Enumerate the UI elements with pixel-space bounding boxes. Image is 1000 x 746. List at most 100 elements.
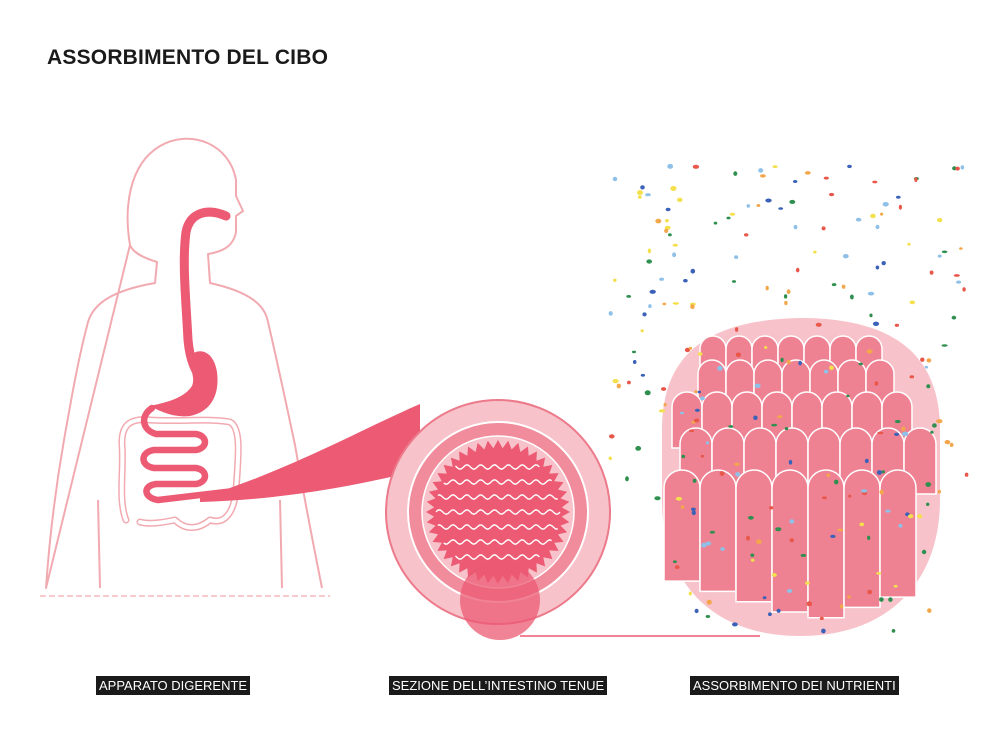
fold-line [443,539,552,545]
villus [807,469,845,619]
nutrient-dot [778,207,784,210]
nutrient-dot [612,379,619,384]
nutrient-dot [640,185,645,190]
nutrient-dot [758,168,764,173]
small-intestine [140,404,424,504]
nutrient-dot [848,494,852,498]
nutrient-dot [632,360,637,364]
nutrient-dot [764,346,768,349]
nutrient-dot [894,419,901,424]
nutrient-dot [694,608,699,614]
nutrient-dot [706,599,712,605]
nutrient-dot [667,163,674,169]
nutrient-dot [626,295,632,298]
nutrient-dot [658,409,666,413]
nutrient-dot [645,193,651,197]
fold-line [443,479,552,485]
nutrient-dot [637,195,642,199]
nutrient-particles [608,163,969,634]
nutrient-dot [875,265,880,270]
nutrient-dot [793,224,798,230]
nutrient-dot [894,323,900,327]
nutrient-dot [953,274,960,277]
nutrient-dot [640,373,646,377]
nutrient-dot [789,199,796,204]
nutrient-dot [681,454,686,459]
nutrient-dot [750,553,755,557]
nutrient-dot [842,254,849,259]
nutrient-dot [952,166,957,171]
nutrient-dot [649,289,656,294]
stomach [150,351,218,417]
nutrient-dot [831,283,837,287]
nutrient-dot [920,357,925,362]
nutrient-dot [872,180,878,184]
nutrient-dot [793,180,798,183]
nutrient-dot [705,615,711,618]
nutrient-dot [688,591,692,596]
nutrient-dot [665,207,671,212]
nutrient-dot [795,267,800,273]
nutrient-dot [896,195,901,199]
nutrient-dot [924,365,929,369]
nutrient-dot [867,291,875,296]
nutrient-dot [898,523,903,528]
nutrient-dot [672,243,679,247]
caption-nutrient-absorption: ASSORBIMENTO DEI NUTRIENTI [690,676,899,695]
nutrient-dot [734,462,740,466]
nutrient-dot [804,171,811,175]
nutrient-dot [875,224,880,230]
nutrient-dot [829,365,834,371]
nutrient-dot [699,396,705,401]
nutrient-dot [700,454,705,458]
fold-line [454,554,540,560]
nutrient-dot [881,470,885,474]
nutrient-dot [823,369,829,374]
nutrient-dot [664,228,669,233]
nutrient-dot [732,280,736,283]
nutrient-dot [691,507,696,511]
nutrient-dot [705,541,712,546]
nutrient-dot [788,459,793,465]
nutrient-dot [733,171,738,176]
nutrient-dot [908,514,914,519]
nutrient-dot [839,604,844,609]
nutrient-dot [962,287,966,292]
nutrient-dot [613,278,617,282]
nutrient-dot [760,174,766,178]
nutrient-dot [627,380,631,385]
nutrient-dot [713,221,718,225]
villi-absorption [608,163,969,636]
nutrient-dot [735,472,741,477]
nutrient-dot [921,549,927,555]
nutrient-dot [879,597,884,602]
nutrient-dot [914,177,918,183]
nutrient-dot [821,628,826,634]
nutrient-dot [850,294,854,300]
caption-digestive-system: APPARATO DIGERENTE [96,676,251,695]
nutrient-dot [756,204,761,207]
nutrient-dot [728,425,734,428]
nutrient-dot [609,434,615,439]
nutrient-dot [859,522,865,527]
nutrient-dot [893,584,898,588]
nutrient-dot [750,558,755,562]
nutrient-dot [697,352,703,356]
nutrient-dot [925,482,931,487]
nutrient-dot [926,502,930,506]
nutrient-dot [659,277,664,281]
nutrient-dot [909,375,915,379]
nutrient-dot [813,250,817,254]
nutrient-dot [771,573,777,577]
mucosal-folds [426,440,570,584]
nutrient-dot [616,383,621,389]
nutrient-dot [874,381,879,386]
nutrient-dot [955,166,960,171]
nutrient-dot [891,629,896,633]
nutrient-dot [846,394,850,398]
nutrient-dot [732,622,738,627]
nutrient-dot [909,300,915,305]
nutrient-dot [744,233,749,237]
nutrient-dot [885,509,891,513]
nutrient-dot [829,192,835,197]
